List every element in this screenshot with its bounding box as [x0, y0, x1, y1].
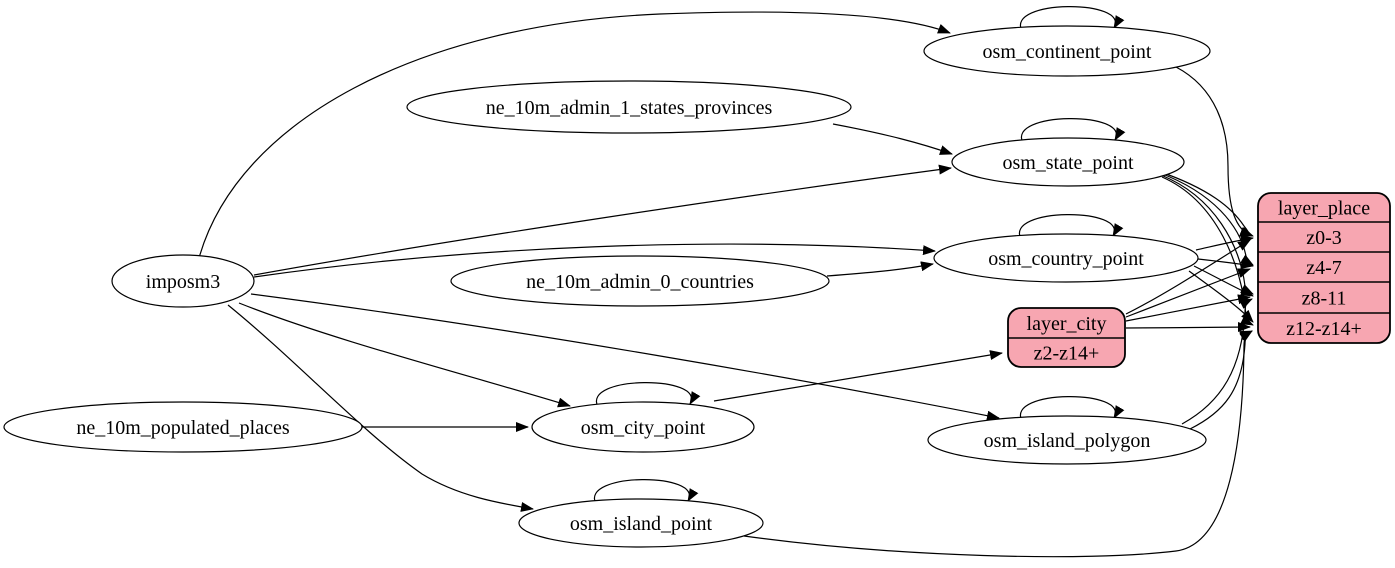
edge-imposm3-to-osm_city_point — [238, 302, 571, 408]
node-label-ne_10m_admin_1_states_provinces: ne_10m_admin_1_states_provinces — [486, 97, 773, 119]
layer_place-row-z0-3: z0-3 — [1306, 227, 1342, 249]
edge-osm_continent_point-to-layer_place-z0-3 — [1175, 66, 1253, 237]
edge-layer_city-to-layer_place-z8-11 — [1125, 294, 1251, 322]
edge-osm_country_point-to-layer_place-z4-7 — [1197, 258, 1254, 270]
node-imposm3: imposm3 — [111, 254, 255, 308]
edge-osm_country_point-to-layer_place-z0-3 — [1195, 234, 1254, 251]
layer_city-row-layer_city: layer_city — [1027, 313, 1107, 335]
node-shape-osm_country_point — [933, 233, 1199, 283]
node-osm_island_polygon: osm_island_polygon — [927, 415, 1207, 465]
edge-osm_island_polygon-self-loop — [1019, 396, 1125, 422]
edge-layer_city-to-layer_place-z0-3 — [1125, 239, 1251, 315]
layer_place-row-layer_place: layer_place — [1278, 198, 1370, 220]
node-label-osm_city_point: osm_city_point — [581, 417, 706, 439]
node-label-osm_country_point: osm_country_point — [988, 248, 1144, 270]
edge-osm_country_point-to-layer_place-z12-z14+ — [1188, 270, 1254, 323]
node-shape-imposm3 — [111, 254, 255, 308]
node-osm_city_point: osm_city_point — [531, 401, 755, 453]
edge-imposm3-to-osm_state_point — [253, 164, 952, 276]
node-layer_place: layer_place z0-3 z4-7 z8-11 z12-z14+ — [1257, 192, 1391, 344]
node-label-imposm3: imposm3 — [146, 271, 220, 293]
edge-osm_island_point-self-loop — [593, 479, 699, 505]
edge-imposm3-to-osm_island_point — [227, 304, 534, 512]
edge-layer_city-to-layer_place-z12-z14+ — [1125, 322, 1251, 333]
layer_place-row-z4-7: z4-7 — [1306, 257, 1342, 279]
node-shape-layer_place — [1257, 192, 1391, 344]
layer_place-row-z12-z14+: z12-z14+ — [1286, 318, 1362, 340]
edge-osm_country_point-self-loop — [1018, 214, 1124, 240]
node-ne_10m_admin_0_countries: ne_10m_admin_0_countries — [450, 255, 830, 307]
edge-osm_city_point-to-layer_city-z2-z14+ — [713, 350, 1003, 402]
layer_city-row-z2-z14+: z2-z14+ — [1034, 343, 1100, 365]
edge-imposm3-to-osm_country_point — [253, 243, 936, 278]
node-ne_10m_populated_places: ne_10m_populated_places — [3, 401, 363, 453]
edge-imposm3-to-osm_island_polygon — [250, 293, 1000, 421]
edge-osm_island_polygon-to-layer_place-z8-11 — [1181, 298, 1253, 425]
layer_place-row-z8-11: z8-11 — [1302, 288, 1347, 310]
node-shape-osm_state_point — [951, 137, 1185, 187]
edge-ne_10m_admin_0_countries-to-osm_country_point — [826, 261, 934, 277]
node-shape-osm_city_point — [531, 401, 755, 453]
edge-ne_10m_admin_1_states_provinces-to-osm_state_point — [832, 123, 953, 155]
edge-layer_city-to-layer_place-z4-7 — [1125, 268, 1251, 318]
edge-osm_state_point-to-layer_place-z0-3 — [1157, 170, 1254, 237]
node-shape-osm_island_polygon — [927, 415, 1207, 465]
node-label-osm_state_point: osm_state_point — [1002, 152, 1134, 174]
node-shape-osm_continent_point — [923, 25, 1211, 77]
node-layer_city: layer_city z2-z14+ — [1007, 307, 1126, 368]
node-shape-ne_10m_populated_places — [3, 401, 363, 453]
edge-osm_city_point-self-loop — [595, 382, 701, 408]
node-osm_continent_point: osm_continent_point — [923, 25, 1211, 77]
node-osm_island_point: osm_island_point — [518, 498, 764, 548]
edge-osm_island_point-to-layer_place-z12-z14+ — [743, 330, 1253, 558]
nodes: imposm3 ne_10m_admin_1_states_provincesne… — [3, 25, 1391, 548]
edges — [198, 6, 1254, 558]
node-label-osm_island_polygon: osm_island_polygon — [984, 430, 1151, 452]
node-label-osm_continent_point: osm_continent_point — [983, 41, 1152, 63]
edge-imposm3-to-osm_continent_point — [198, 11, 951, 259]
node-shape-ne_10m_admin_0_countries — [450, 255, 830, 307]
node-shape-ne_10m_admin_1_states_provinces — [406, 80, 852, 134]
node-label-ne_10m_admin_0_countries: ne_10m_admin_0_countries — [526, 271, 754, 293]
edge-osm_continent_point-self-loop — [1019, 6, 1125, 32]
node-osm_state_point: osm_state_point — [951, 137, 1185, 187]
edge-osm_state_point-self-loop — [1020, 118, 1126, 144]
node-ne_10m_admin_1_states_provinces: ne_10m_admin_1_states_provinces — [406, 80, 852, 134]
node-label-ne_10m_populated_places: ne_10m_populated_places — [76, 417, 289, 439]
node-osm_country_point: osm_country_point — [933, 233, 1199, 283]
edge-osm_country_point-to-layer_place-z8-11 — [1193, 265, 1254, 297]
node-label-osm_island_point: osm_island_point — [570, 513, 713, 535]
node-shape-osm_island_point — [518, 498, 764, 548]
